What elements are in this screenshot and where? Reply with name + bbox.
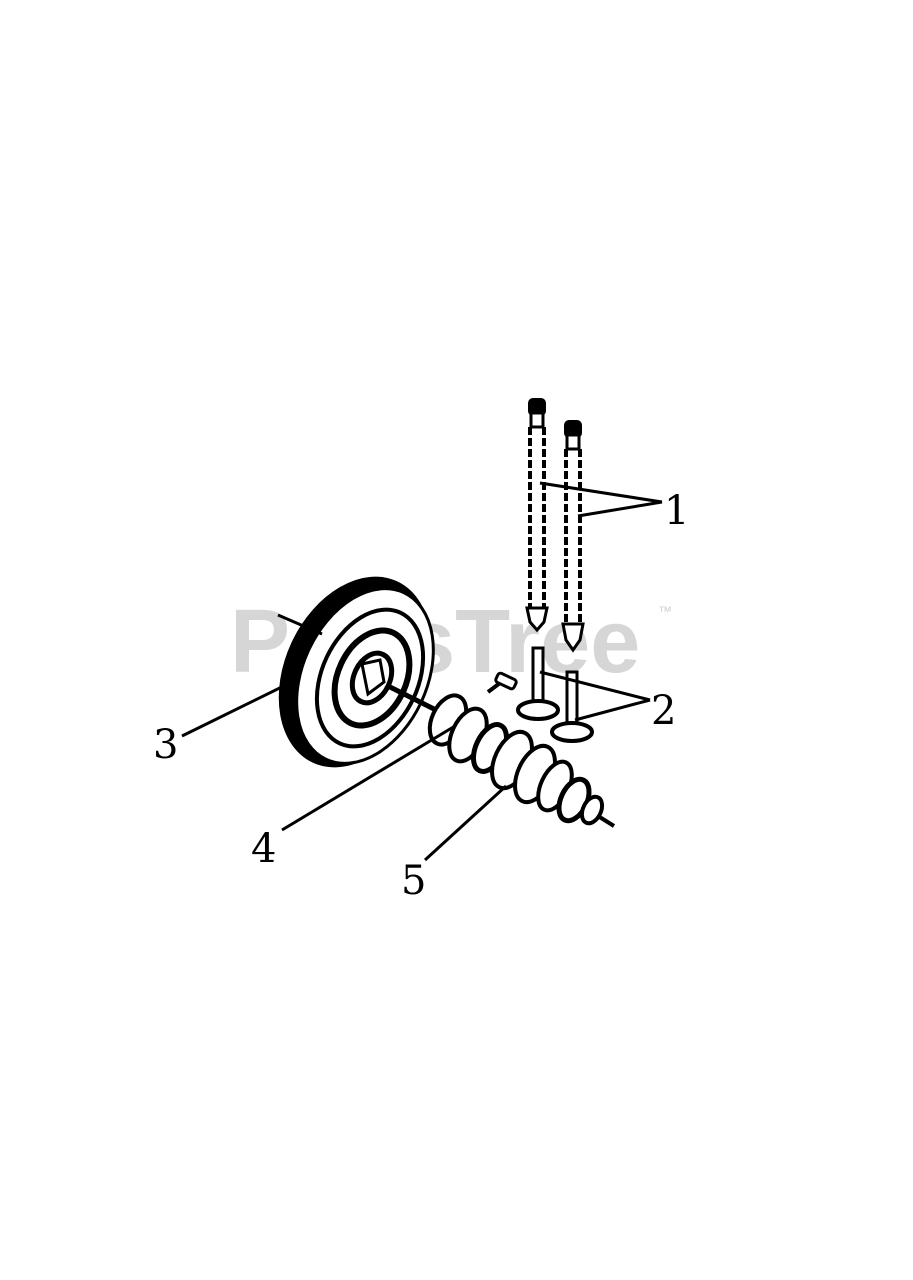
cam-gear xyxy=(278,576,435,768)
callout-3: 3 xyxy=(153,722,178,768)
push-rod-left xyxy=(525,398,549,633)
callout-1: 1 xyxy=(664,488,689,534)
callout-2: 2 xyxy=(651,688,676,734)
push-rod-right xyxy=(561,420,585,653)
leader-lines xyxy=(181,481,663,862)
callout-4: 4 xyxy=(251,826,276,872)
tappet-left xyxy=(516,646,560,721)
tappet-right xyxy=(550,670,594,743)
callout-5: 5 xyxy=(401,858,426,904)
camshaft xyxy=(386,671,616,828)
watermark-trademark: ™ xyxy=(658,603,672,619)
